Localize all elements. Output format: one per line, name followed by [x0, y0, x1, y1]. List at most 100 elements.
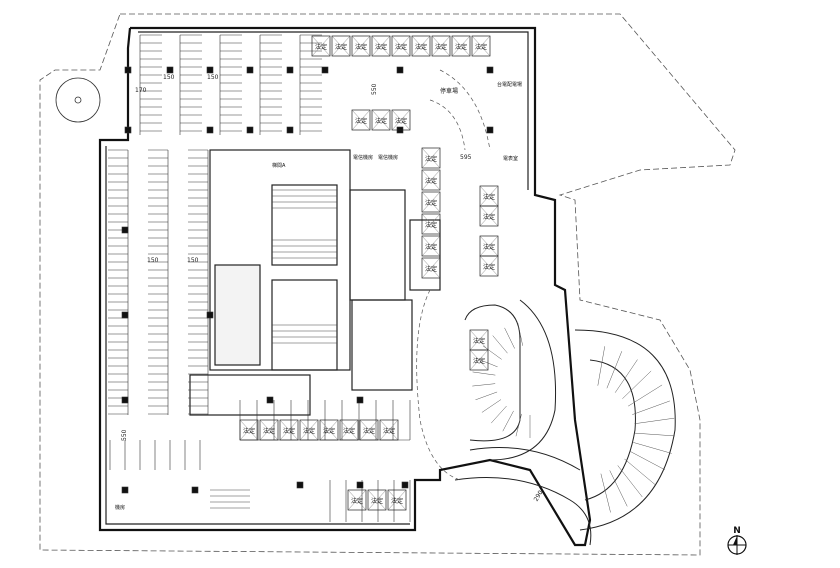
dimension-150-d: 150	[187, 257, 199, 264]
parking-area-label: 停車場	[440, 87, 458, 95]
site-boundary	[39, 13, 736, 556]
legal-stall-label: 法定	[435, 43, 447, 51]
legal-stall: 法定	[391, 35, 411, 57]
stall-line	[624, 458, 656, 485]
legal-stall: 法定	[371, 35, 391, 57]
dimension-150-a: 150	[163, 74, 175, 81]
legal-stall-label: 法定	[395, 43, 407, 51]
legal-stall: 法定	[379, 419, 399, 441]
legal-stall-label: 法定	[391, 497, 403, 505]
legal-stall: 法定	[351, 35, 371, 57]
legal-stall: 法定	[479, 185, 499, 207]
legal-stall-label: 法定	[425, 199, 437, 207]
legal-stall-label: 法定	[415, 43, 427, 51]
stall-line	[633, 442, 672, 454]
stall-line	[472, 383, 496, 387]
legal-stall: 法定	[279, 419, 299, 441]
dimension-550: 550	[371, 83, 378, 95]
legal-stall-label: 法定	[425, 243, 437, 251]
structural-column	[121, 226, 129, 234]
legal-parking-stalls: 法定法定法定法定法定法定法定法定法定法定法定法定法定法定法定法定法定法定法定法定…	[239, 35, 499, 511]
stall-line	[517, 323, 523, 346]
structural-column	[486, 126, 494, 134]
structural-column	[191, 486, 199, 494]
ramp-spokes	[472, 323, 675, 513]
legal-stall: 法定	[431, 35, 451, 57]
legal-stall-label: 法定	[375, 43, 387, 51]
dimension-290: 290	[533, 489, 545, 503]
legal-stall-label: 法定	[355, 43, 367, 51]
stair-hatch	[210, 189, 337, 509]
column-circle-mark	[55, 77, 101, 123]
stall-line	[491, 405, 507, 424]
stall-line	[502, 410, 514, 432]
stall-line	[632, 400, 670, 415]
stall-line	[476, 358, 498, 368]
legal-stall-label: 法定	[425, 265, 437, 273]
legal-stall-label: 法定	[283, 427, 295, 435]
legal-stall-label: 法定	[303, 427, 315, 435]
legal-stall: 法定	[347, 489, 367, 511]
legal-stall: 法定	[421, 213, 441, 235]
stall-line	[634, 417, 675, 424]
legal-stall-label: 法定	[473, 337, 485, 345]
stall-line	[482, 345, 502, 360]
tank-room-label: 機房	[115, 504, 125, 511]
dimension-550-b: 550	[121, 429, 128, 441]
machine-room-a-label: 電信機房	[353, 154, 373, 161]
structural-column	[396, 66, 404, 74]
legal-stall-label: 法定	[323, 427, 335, 435]
legal-stall-label: 法定	[343, 427, 355, 435]
legal-stall: 法定	[371, 109, 391, 131]
legal-stall-label: 法定	[263, 427, 275, 435]
legal-stall: 法定	[331, 35, 351, 57]
dimension-150-b: 150	[207, 74, 219, 81]
structural-column	[121, 396, 129, 404]
legal-stall: 法定	[421, 235, 441, 257]
structural-column	[266, 396, 274, 404]
machine-room-b-label: 電信機房	[378, 154, 398, 161]
dimension-595: 595	[460, 154, 472, 161]
stall-line	[622, 370, 652, 399]
structural-column	[296, 481, 304, 489]
stall-line	[475, 391, 498, 401]
structural-column	[124, 66, 132, 74]
legal-stall: 法定	[259, 419, 279, 441]
legal-stall: 法定	[311, 35, 331, 57]
structural-column	[121, 311, 129, 319]
structural-column	[321, 66, 329, 74]
legal-stall: 法定	[387, 489, 407, 511]
structural-column	[246, 126, 254, 134]
stall-line	[606, 351, 623, 389]
structural-column	[206, 126, 214, 134]
structural-column	[286, 126, 294, 134]
structural-column	[486, 66, 494, 74]
legal-stall-label: 法定	[395, 117, 407, 125]
legal-stall-label: 法定	[375, 117, 387, 125]
north-letter: N	[733, 526, 741, 536]
legal-stall: 法定	[479, 235, 499, 257]
structural-column	[286, 66, 294, 74]
stall-line	[492, 335, 508, 354]
legal-stall-label: 法定	[355, 117, 367, 125]
legal-stall-label: 法定	[483, 243, 495, 251]
stall-line	[600, 473, 611, 513]
stall-line	[629, 450, 666, 471]
legal-stall: 法定	[421, 147, 441, 169]
legal-stall-label: 法定	[483, 213, 495, 221]
north-arrow: N	[727, 526, 747, 555]
legal-stall-label: 法定	[483, 193, 495, 201]
legal-stall: 法定	[471, 35, 491, 57]
parking-stalls	[108, 34, 494, 522]
legal-stall: 法定	[421, 169, 441, 191]
legal-stall: 法定	[339, 419, 359, 441]
legal-stall: 法定	[469, 329, 489, 351]
legal-stall-label: 法定	[473, 357, 485, 365]
legal-stall-label: 法定	[351, 497, 363, 505]
legal-stall-label: 法定	[425, 177, 437, 185]
legal-stall: 法定	[367, 489, 387, 511]
legal-stall: 法定	[359, 419, 379, 441]
stall-line	[504, 327, 515, 349]
legal-stall-label: 法定	[475, 43, 487, 51]
structural-column	[166, 66, 174, 74]
